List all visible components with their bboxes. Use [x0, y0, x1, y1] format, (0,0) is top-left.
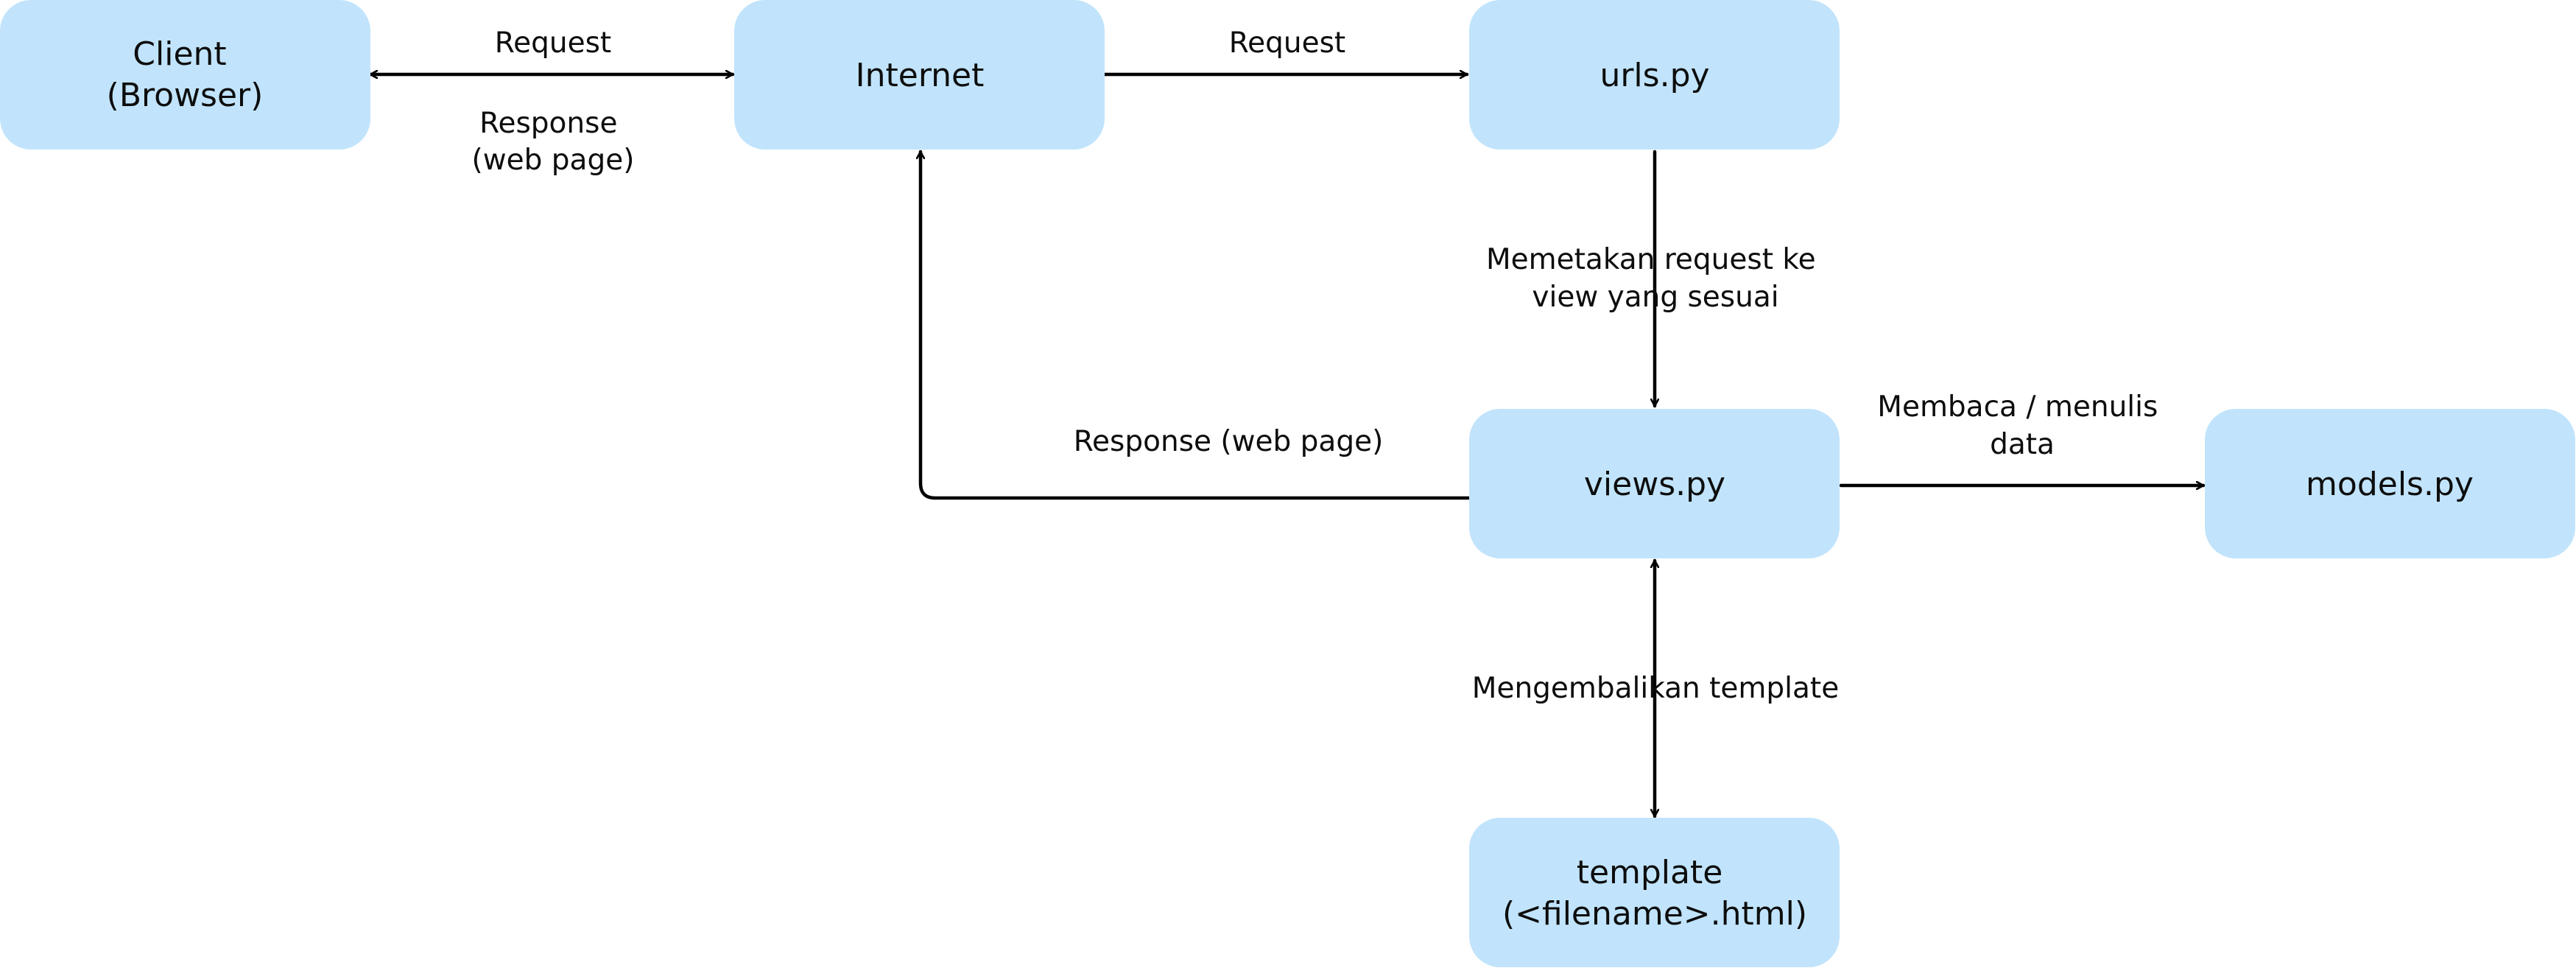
node-client-box: [0, 0, 370, 150]
node-urls: urls.py: [1469, 0, 1840, 150]
edge-internet-urls: Request: [1102, 27, 1469, 74]
views-internet-arrow: [921, 150, 1477, 500]
edge-views-models: Membaca / menulis data: [1839, 390, 2206, 485]
node-views-label: views.py: [1584, 466, 1725, 503]
node-views: views.py: [1469, 409, 1840, 558]
edge-client-internet: Request Response (web page): [368, 27, 735, 177]
node-internet: Internet: [734, 0, 1105, 150]
node-models-box: [2205, 409, 2575, 558]
node-internet-label: Internet: [856, 57, 985, 94]
node-urls-label: urls.py: [1600, 57, 1709, 94]
views-models-label: Membaca / menulis data: [1877, 390, 2167, 461]
node-models: models.py: [2205, 409, 2575, 558]
views-template-label: Mengembalikan template: [1472, 672, 1839, 705]
views-internet-response-label: Response (web page): [1074, 425, 1384, 458]
client-internet-response-label: Response (web page): [472, 107, 635, 177]
node-template-box: [1469, 818, 1840, 967]
urls-views-label: Memetakan request ke view yang sesuai: [1486, 243, 1825, 314]
node-urls-box: [1469, 0, 1840, 150]
node-template: template (<filename>.html): [1469, 818, 1840, 967]
client-internet-request-label: Request: [495, 27, 611, 60]
node-models-label: models.py: [2306, 466, 2474, 503]
node-views-box: [1469, 409, 1840, 558]
node-template-label: template (<filename>.html): [1502, 854, 1807, 933]
edge-urls-views: Memetakan request ke view yang sesuai: [1486, 150, 1825, 408]
node-client: Client (Browser): [0, 0, 370, 150]
edge-views-template: Mengembalikan template: [1472, 558, 1839, 818]
internet-urls-request-label: Request: [1229, 27, 1345, 60]
node-client-label: Client (Browser): [107, 35, 264, 114]
node-internet-box: [734, 0, 1105, 150]
edge-views-internet: Response (web page): [921, 150, 1477, 500]
